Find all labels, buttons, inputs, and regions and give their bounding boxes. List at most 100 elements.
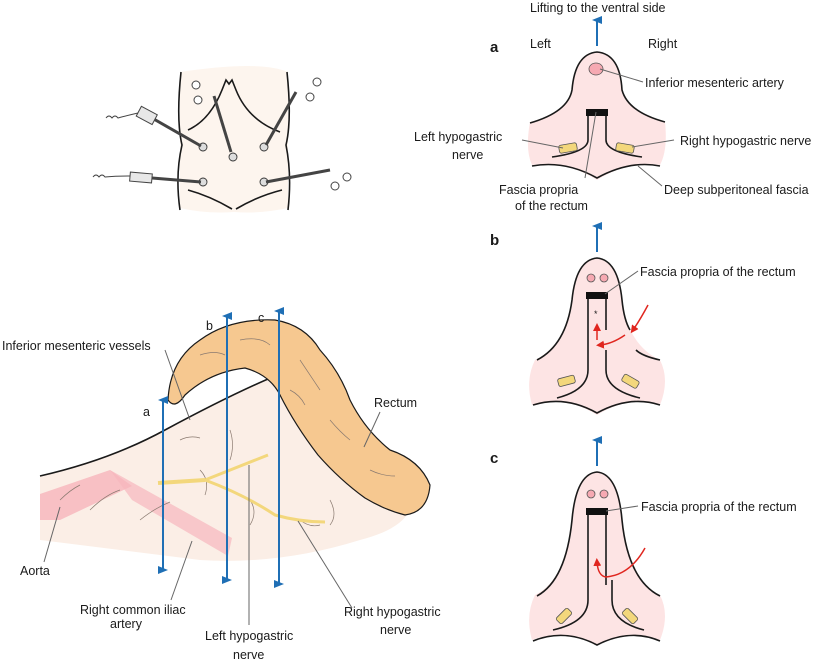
leader-fascia-propria-c bbox=[605, 505, 639, 512]
mesorectum-tissue-c bbox=[529, 472, 665, 645]
label-inferior-mesenteric-vessels: Inferior mesenteric vessels bbox=[2, 339, 151, 353]
label-right: Right bbox=[648, 37, 678, 51]
vessel-c-1 bbox=[586, 489, 596, 499]
leader-left-hgn-a bbox=[521, 139, 564, 149]
vessel-c-2 bbox=[599, 489, 609, 499]
section-marker-c: c bbox=[258, 311, 264, 325]
label-right-common-iliac-artery: Right common iliac bbox=[80, 603, 186, 617]
scissor-ring bbox=[191, 80, 201, 90]
label-deep-subperitoneal-fascia: Deep subperitoneal fascia bbox=[664, 183, 809, 197]
label-right-common-iliac-artery-2: artery bbox=[110, 617, 143, 631]
left-hypogastric-nerve bbox=[204, 453, 269, 482]
abdomen-outline-left bbox=[177, 71, 183, 211]
leader-right-hgn-a bbox=[631, 139, 675, 148]
leader-rectum bbox=[363, 411, 381, 448]
panel-label-a: a bbox=[490, 39, 499, 56]
deep-subperitoneal-fascia-b bbox=[532, 400, 661, 414]
leader-inferior-mesenteric-vessels bbox=[164, 349, 191, 421]
leader-fascia-propria-a bbox=[584, 111, 597, 179]
rectum-fold bbox=[199, 338, 396, 477]
label-left: Left bbox=[530, 37, 551, 51]
label-inferior-mesenteric-artery: Inferior mesenteric artery bbox=[645, 76, 785, 90]
port-umbilical bbox=[228, 152, 238, 162]
inferior-mesenteric-artery-a bbox=[588, 62, 604, 76]
right-hypogastric-nerve-c bbox=[621, 607, 639, 625]
label-left-hypogastric-nerve-a-2: nerve bbox=[452, 148, 483, 162]
label-fascia-propria-c: Fascia propria of the rectum bbox=[641, 500, 797, 514]
laparoscopic-instruments bbox=[92, 77, 352, 191]
label-left-hypogastric-nerve-a: Left hypogastric bbox=[414, 130, 502, 144]
peritoneum-c bbox=[536, 471, 661, 597]
mesorectal-wall-right-c bbox=[605, 510, 645, 631]
mesorectal-wall-right-a bbox=[605, 110, 643, 158]
section-marker-a: a bbox=[143, 405, 150, 419]
deep-subperitoneal-fascia-c bbox=[532, 634, 661, 646]
instrument-shaft bbox=[212, 95, 233, 153]
deep-subperitoneal-fascia-a bbox=[531, 163, 661, 179]
caption-lifting-ventral: Lifting to the ventral side bbox=[530, 1, 666, 15]
abdomen-outline-right bbox=[285, 71, 291, 211]
rib-margin bbox=[187, 78, 281, 133]
red-arrow-c bbox=[593, 547, 646, 578]
cable bbox=[92, 174, 131, 178]
inguinal-line bbox=[187, 189, 283, 210]
abdomen-skin bbox=[180, 66, 288, 213]
fascia-propria-b bbox=[586, 292, 608, 299]
leader-aorta bbox=[43, 506, 61, 563]
left-hypogastric-nerve-c bbox=[555, 607, 573, 625]
leader-deep-fascia-a bbox=[637, 165, 663, 187]
label-right-hypogastric-nerve-2: nerve bbox=[380, 623, 411, 637]
vessel-b-2 bbox=[599, 273, 609, 283]
cross-section-b: b * Fascia propria of the rectum bbox=[490, 222, 796, 415]
panel-label-b: b bbox=[490, 232, 499, 249]
scissor-ring bbox=[193, 95, 203, 105]
mesorectal-wall-left-b bbox=[556, 296, 589, 399]
fascia-propria-a bbox=[586, 109, 608, 116]
right-hypogastric-nerve-b bbox=[621, 373, 640, 389]
scissor-ring bbox=[342, 172, 352, 182]
fascia-propria-c bbox=[586, 508, 608, 515]
instrument-shaft bbox=[151, 176, 202, 184]
scissor-ring bbox=[330, 181, 340, 191]
scissor-ring bbox=[312, 77, 322, 87]
left-hypogastric-nerve-a bbox=[558, 142, 578, 154]
asterisk-b: * bbox=[594, 309, 598, 319]
vessel-b-1 bbox=[586, 273, 596, 283]
right-common-iliac-artery bbox=[110, 470, 232, 556]
label-aorta: Aorta bbox=[20, 564, 50, 578]
trocar-placement-diagram bbox=[92, 66, 352, 213]
cross-section-c: c Fascia propria of the rectum bbox=[490, 436, 797, 646]
pelvic-anatomy-illustration: a b c Inferior mesenteric vessels Rectum… bbox=[2, 307, 441, 662]
label-right-hypogastric-nerve: Right hypogastric bbox=[344, 605, 441, 619]
panel-label-c: c bbox=[490, 450, 498, 467]
mesorectal-wall-left-a bbox=[551, 110, 589, 158]
label-fascia-propria-a-2: of the rectum bbox=[515, 199, 588, 213]
label-fascia-propria-a: Fascia propria bbox=[499, 183, 578, 197]
scissor-ring bbox=[305, 92, 315, 102]
grasper-handle bbox=[129, 171, 153, 184]
leader-ima-a bbox=[599, 68, 644, 83]
instrument-shaft bbox=[265, 168, 331, 184]
left-hypogastric-nerve-b bbox=[557, 374, 576, 387]
aorta bbox=[40, 470, 132, 520]
label-right-hypogastric-nerve-a: Right hypogastric nerve bbox=[680, 134, 811, 148]
leader-fascia-propria-b bbox=[604, 270, 639, 295]
right-hypogastric-nerve-a bbox=[615, 142, 635, 154]
instrument-shaft bbox=[264, 91, 298, 146]
leader-right-hypogastric bbox=[297, 520, 353, 609]
label-fascia-propria-b: Fascia propria of the rectum bbox=[640, 265, 796, 279]
mesorectal-wall-left-c bbox=[552, 510, 589, 631]
red-arrow-b-1 bbox=[630, 304, 649, 334]
peritoneum-b bbox=[536, 257, 661, 361]
mesorectal-wall-right-b bbox=[605, 350, 641, 399]
label-left-hypogastric-nerve: Left hypogastric bbox=[205, 629, 293, 643]
leader-right-common-iliac bbox=[170, 540, 193, 601]
energy-device-handle bbox=[135, 105, 158, 126]
red-arrow-b-2 bbox=[596, 334, 626, 349]
peritoneum-a bbox=[529, 51, 666, 124]
cross-section-a: Lifting to the ventral side a Left Right… bbox=[414, 1, 811, 213]
cable bbox=[105, 112, 139, 119]
section-marker-b: b bbox=[206, 319, 213, 333]
label-left-hypogastric-nerve-2: nerve bbox=[233, 648, 264, 662]
